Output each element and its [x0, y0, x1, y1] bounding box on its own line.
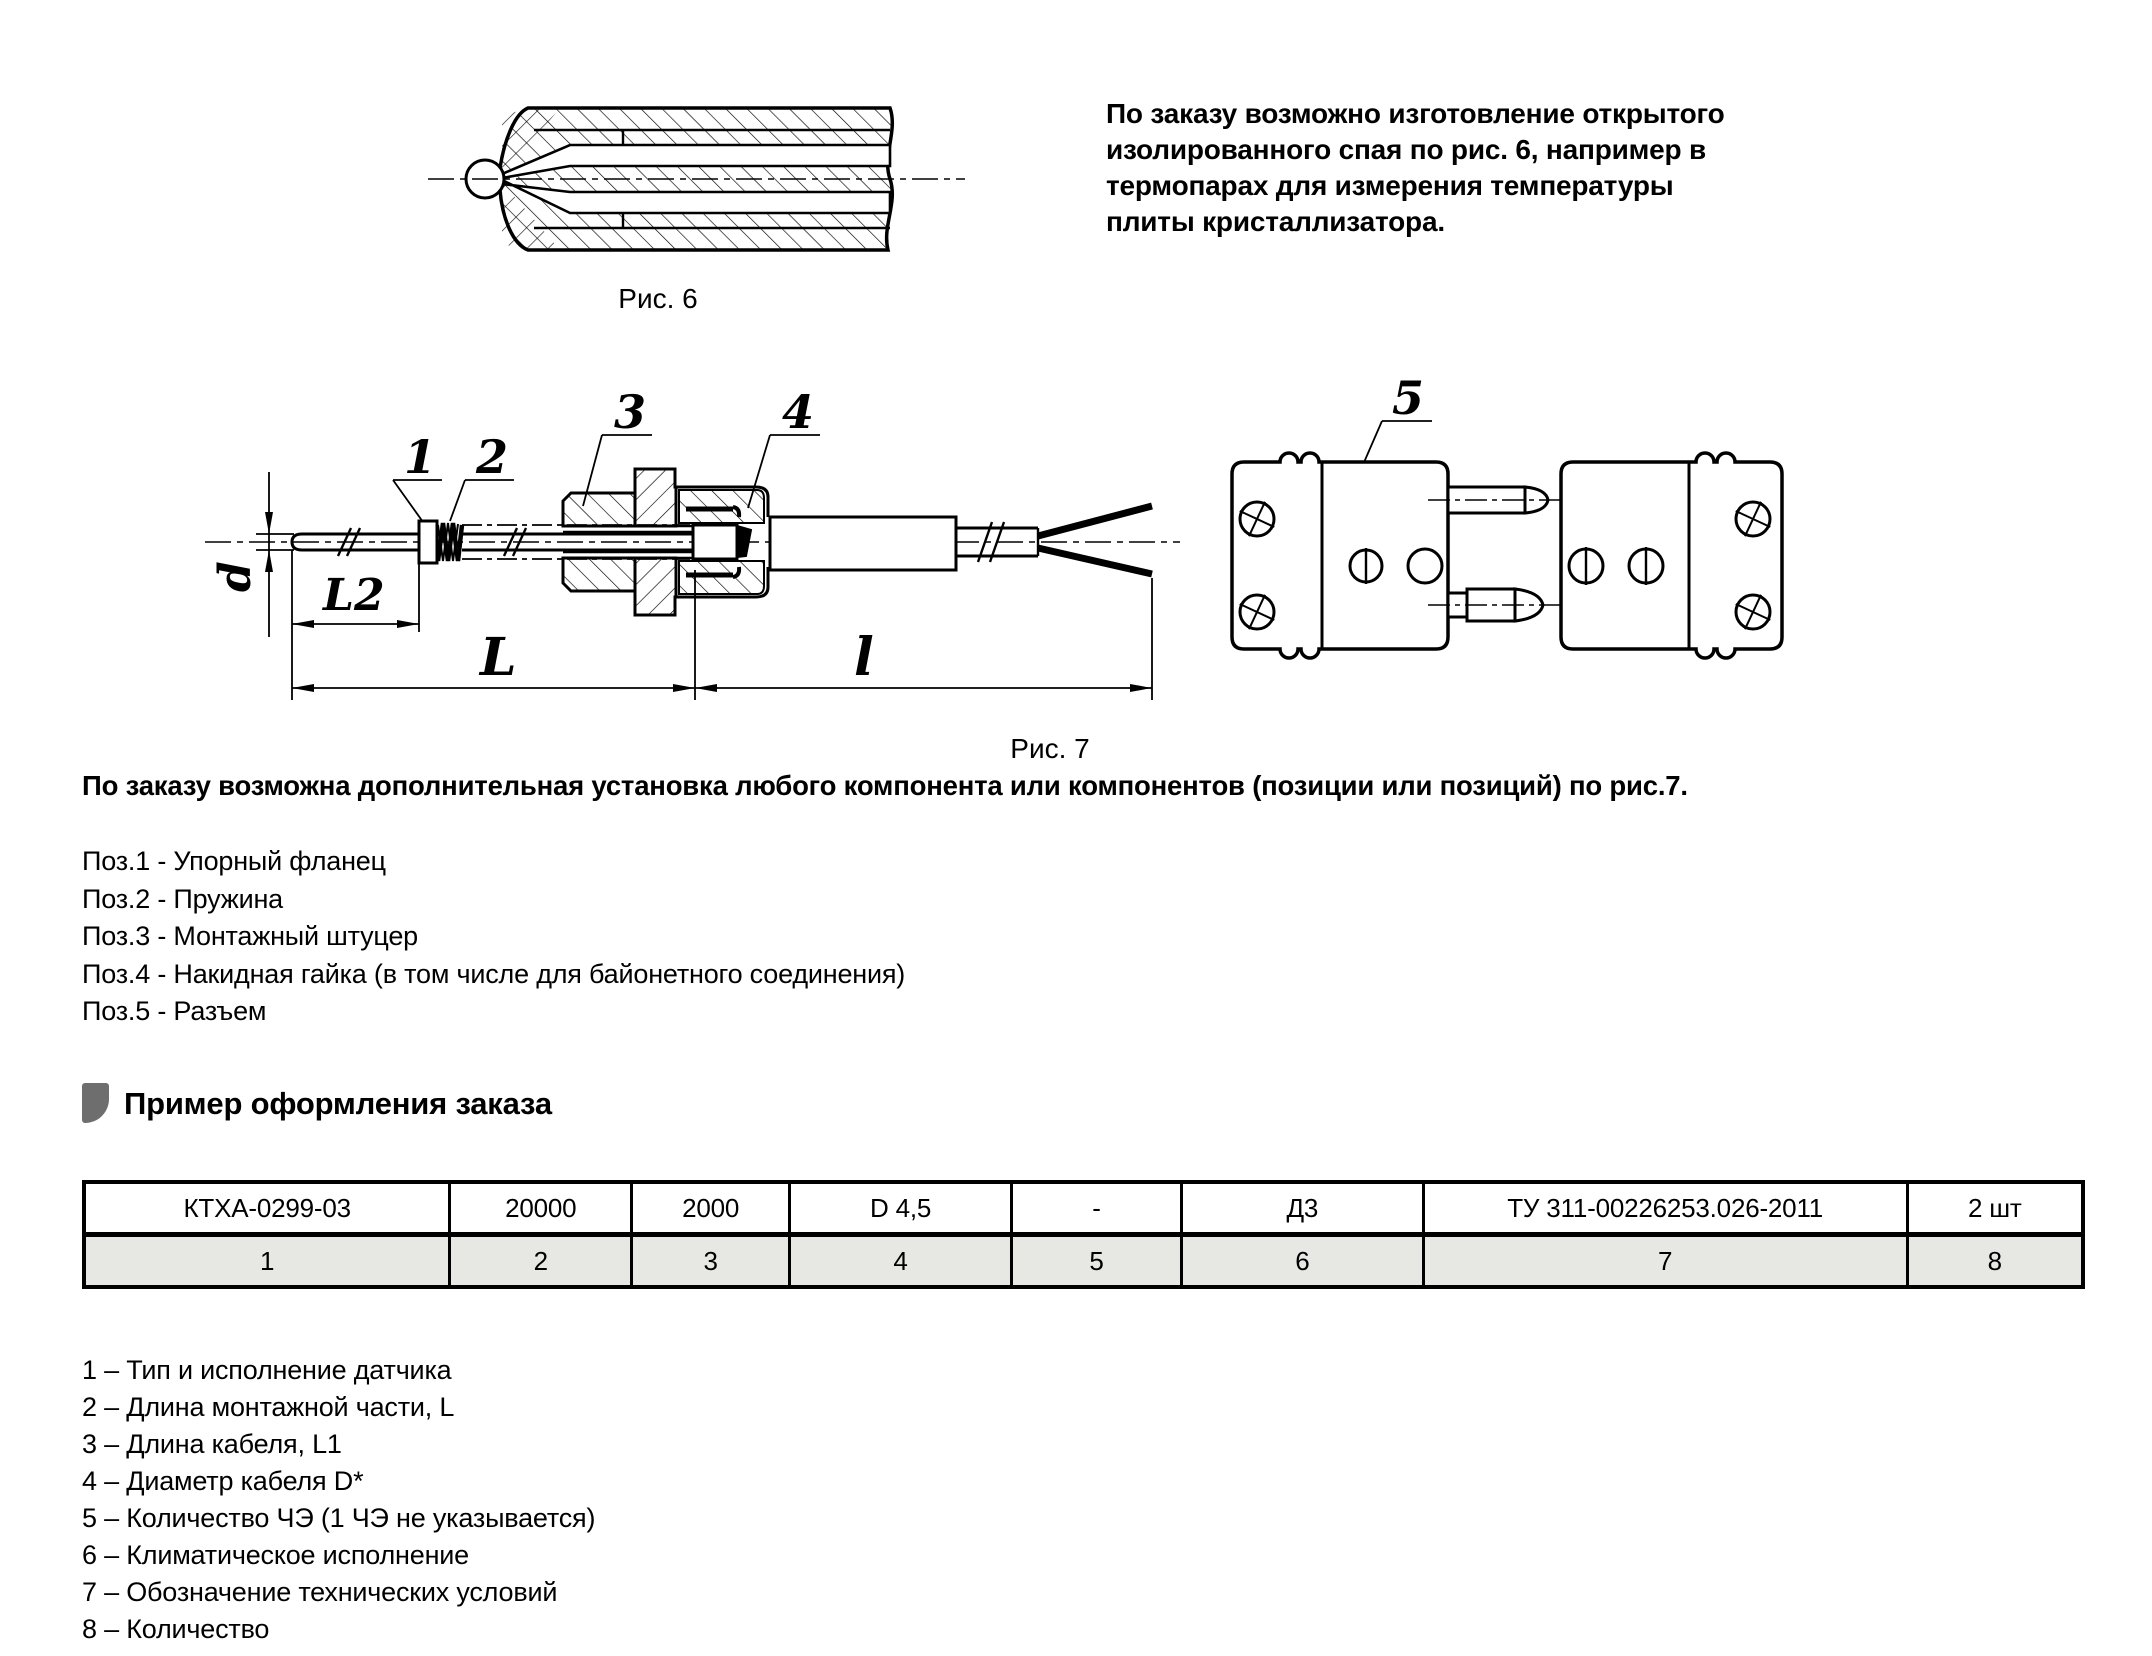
dim-label-d: d: [210, 561, 261, 592]
table-row-indices: 1 2 3 4 5 6 7 8: [82, 1233, 2085, 1289]
table-cell-index: 2: [448, 1233, 634, 1289]
intro-line-2: изолированного спая по рис. 6, например …: [1106, 134, 1707, 165]
table-cell-index: 1: [82, 1233, 452, 1289]
legend-item-1: 1 – Тип и исполнение датчика: [82, 1355, 452, 1385]
table-cell: -: [1010, 1180, 1183, 1237]
dimension-L2: L2: [291, 550, 420, 700]
part-label-3: 3: [582, 385, 652, 507]
part-label-4: 4: [747, 385, 820, 509]
svg-text:5: 5: [1392, 371, 1424, 425]
table-cell: ТУ 311-00226253.026-2011: [1421, 1180, 1909, 1237]
position-item-5: Поз.5 - Разъем: [82, 996, 267, 1026]
legend-item-3: 3 – Длина кабеля, L1: [82, 1429, 342, 1459]
legend-item-4: 4 – Диаметр кабеля D*: [82, 1466, 364, 1496]
screw-icon: [1238, 500, 1276, 538]
svg-text:3: 3: [614, 385, 646, 439]
dimension-L: L: [292, 570, 696, 700]
position-item-1: Поз.1 - Упорный фланец: [82, 846, 386, 876]
part-label-1: 1: [392, 430, 442, 523]
fig7-caption: Рис. 7: [1010, 733, 1089, 764]
screw-icon: [1734, 500, 1772, 538]
svg-text:4: 4: [782, 385, 814, 439]
legend-item-5: 5 – Количество ЧЭ (1 ЧЭ не указывается): [82, 1503, 596, 1533]
transition-sleeve: [768, 515, 958, 572]
part-label-2: 2: [449, 430, 514, 522]
screw-icon: [1238, 593, 1276, 631]
intro-line-3: термопарах для измерения температуры: [1106, 170, 1674, 201]
dim-label-l: l: [854, 627, 874, 688]
wire-split: [1037, 502, 1153, 578]
legend-item-8: 8 – Количество: [82, 1614, 270, 1644]
svg-text:2: 2: [475, 430, 508, 484]
dim-label-L2: L2: [321, 570, 385, 621]
fig6-drawing: Рис. 6: [428, 106, 965, 314]
fig6-tip-crosshatch: [502, 108, 560, 250]
table-cell: КТХА-0299-03: [82, 1180, 452, 1237]
custom-components-note: По заказу возможна дополнительная устано…: [82, 770, 1688, 801]
intro-line-4: плиты кристаллизатора.: [1106, 206, 1445, 237]
connector-plug: [1230, 451, 1638, 660]
intro-text: По заказу возможно изготовление открытог…: [1106, 96, 1866, 240]
legend-item-2: 2 – Длина монтажной части, L: [82, 1392, 455, 1422]
table-row-values: КТХА-0299-03 20000 2000 D 4,5 - Д3 ТУ 31…: [82, 1180, 2085, 1237]
position-item-2: Поз.2 - Пружина: [82, 883, 284, 914]
table-cell-index: 4: [788, 1233, 1013, 1289]
fig7-drawing: d L2 L l 1: [205, 371, 1784, 764]
probe-tube: [290, 527, 419, 557]
dimension-d: d: [210, 472, 294, 637]
section-bullet-icon: [82, 1083, 109, 1123]
table-cell: Д3: [1179, 1180, 1425, 1237]
svg-text:1: 1: [404, 430, 436, 484]
table-cell: 20000: [448, 1180, 634, 1237]
thrust-flange: [417, 519, 439, 565]
position-item-4: Поз.4 - Накидная гайка (в том числе для …: [82, 958, 906, 989]
collet-wedge: [736, 524, 753, 559]
order-example-heading: Пример оформления заказа: [124, 1086, 552, 1121]
table-cell: D 4,5: [788, 1180, 1013, 1237]
dimension-l: l: [695, 578, 1153, 700]
table-cell-index: 3: [630, 1233, 792, 1289]
table-cell-index: 6: [1179, 1233, 1425, 1289]
legend-item-6: 6 – Климатическое исполнение: [82, 1540, 469, 1570]
legend-item-7: 7 – Обозначение технических условий: [82, 1577, 558, 1607]
table-cell: 2000: [630, 1180, 792, 1237]
intro-line-1: По заказу возможно изготовление открытог…: [1106, 98, 1725, 129]
connector-socket: [1559, 451, 1784, 660]
positions-list: Поз.1 - Упорный фланец Поз.2 - Пружина П…: [82, 843, 905, 1031]
table-cell-index: 7: [1421, 1233, 1909, 1289]
table-cell-index: 5: [1010, 1233, 1183, 1289]
position-item-3: Поз.3 - Монтажный штуцер: [82, 921, 418, 951]
table-cell-index: 8: [1905, 1233, 2085, 1289]
order-example-table-wrap: КТХА-0299-03 20000 2000 D 4,5 - Д3 ТУ 31…: [82, 1180, 2085, 1289]
screw-icon: [1734, 593, 1772, 631]
dim-label-L: L: [478, 627, 517, 688]
order-example-table: КТХА-0299-03 20000 2000 D 4,5 - Д3 ТУ 31…: [82, 1180, 2085, 1289]
union-nut: [676, 485, 770, 599]
mounting-fitting: [561, 467, 693, 617]
spring: [435, 522, 465, 562]
fig6-caption: Рис. 6: [618, 283, 697, 314]
table-legend: 1 – Тип и исполнение датчика 2 – Длина м…: [82, 1352, 595, 1648]
table-cell: 2 шт: [1905, 1180, 2085, 1237]
